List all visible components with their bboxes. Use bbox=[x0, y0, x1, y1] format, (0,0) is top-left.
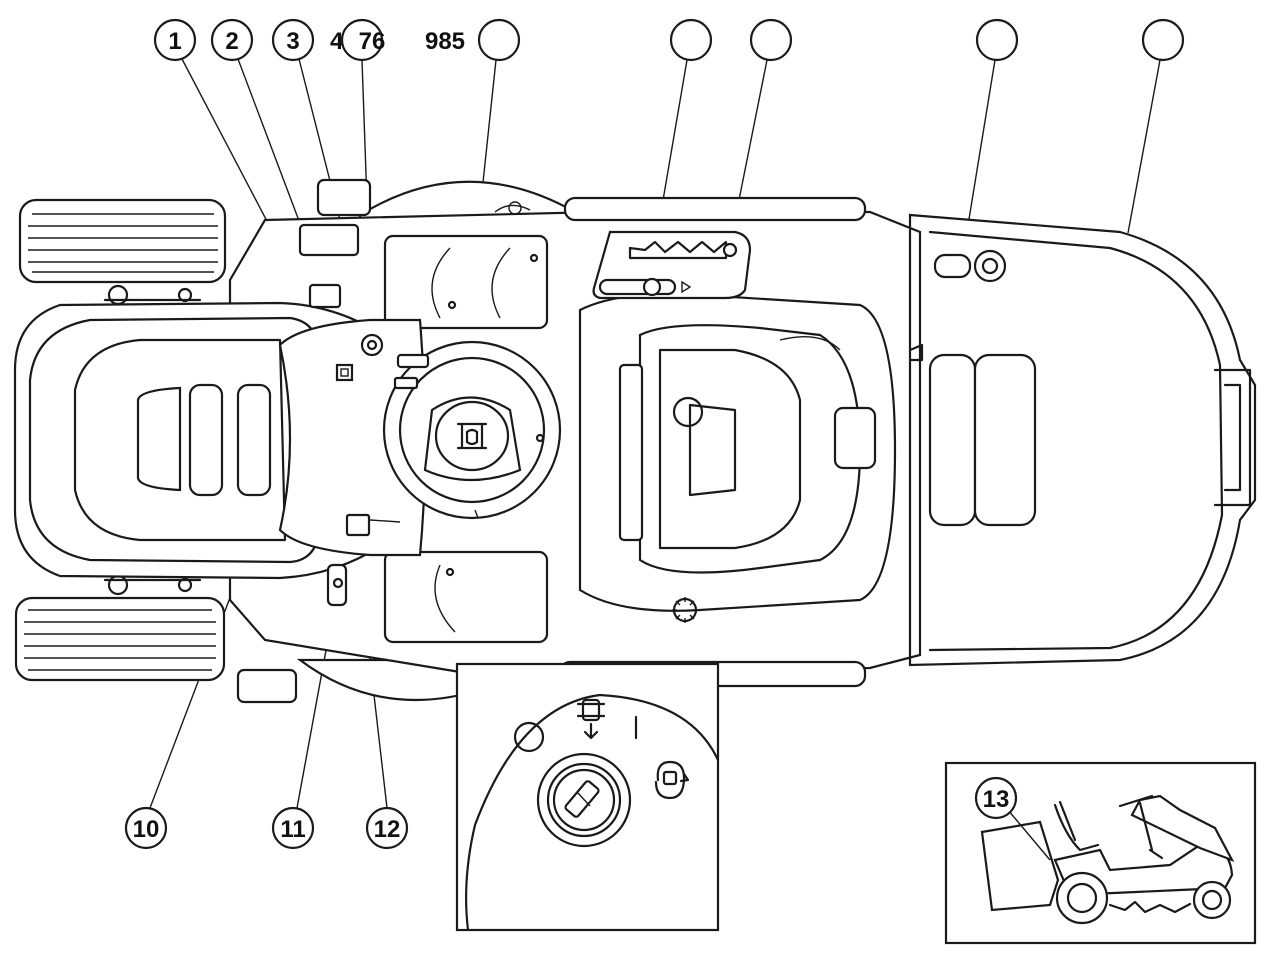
top-label-985: 985 bbox=[425, 28, 465, 55]
leader-13 bbox=[1007, 809, 1051, 861]
callout-1-label: 1 bbox=[168, 28, 181, 55]
callout-10-circle bbox=[124, 806, 168, 850]
callout-blank-circle-f bbox=[1141, 18, 1185, 62]
seat-cushion bbox=[638, 324, 862, 574]
callout-12-label: 12 bbox=[374, 816, 401, 843]
callout-2-circle bbox=[210, 18, 254, 62]
mower-body bbox=[13, 178, 1257, 704]
parking-brake bbox=[326, 563, 348, 607]
callout-13-circle bbox=[974, 776, 1018, 820]
rear-wheel-side bbox=[1055, 871, 1109, 925]
callout-10-label: 10 bbox=[133, 816, 160, 843]
front-left-tyre bbox=[18, 198, 227, 284]
top-label-4: 4 bbox=[330, 28, 344, 55]
callout-12-circle bbox=[365, 806, 409, 850]
leader-9 bbox=[1127, 59, 1161, 234]
top-label-76: 76 bbox=[359, 28, 386, 55]
callout-13-label: 13 bbox=[983, 786, 1010, 813]
callout-2-label: 2 bbox=[225, 28, 238, 55]
callout-3-circle bbox=[271, 18, 315, 62]
callout-blank-circle-d bbox=[749, 18, 793, 62]
off-circle-icon bbox=[513, 721, 545, 753]
bottom-callouts: 10 11 12 bbox=[124, 806, 409, 850]
callout-11-circle bbox=[271, 806, 315, 850]
front-right-tyre bbox=[14, 596, 226, 682]
grass-collector bbox=[980, 820, 1060, 912]
top-callouts: 1 2 3 4 76 985 bbox=[153, 18, 1185, 62]
husqvarna-crown-icon bbox=[456, 422, 488, 450]
callout-3-label: 3 bbox=[286, 28, 299, 55]
rear-hood bbox=[908, 213, 1257, 667]
ignition-key-small bbox=[360, 333, 384, 357]
front-wheel-side bbox=[1192, 880, 1232, 920]
throttle-lever bbox=[345, 513, 371, 537]
callout-1-circle bbox=[153, 18, 197, 62]
callout-blank-circle-e bbox=[975, 18, 1019, 62]
dashboard-plate bbox=[278, 318, 427, 557]
collector-lever bbox=[933, 253, 972, 279]
callout-blank-circle-c bbox=[669, 18, 713, 62]
callout-blank-circle-b bbox=[477, 18, 521, 62]
fuel-cap-vents bbox=[672, 597, 698, 623]
callout-11-label: 11 bbox=[280, 816, 305, 843]
steering-hub bbox=[434, 400, 510, 472]
light-switch bbox=[335, 363, 354, 382]
side-view-inset: 13 bbox=[944, 761, 1257, 945]
start-icon bbox=[654, 760, 690, 800]
lights-icon bbox=[576, 698, 606, 740]
ignition-inset bbox=[455, 662, 720, 932]
